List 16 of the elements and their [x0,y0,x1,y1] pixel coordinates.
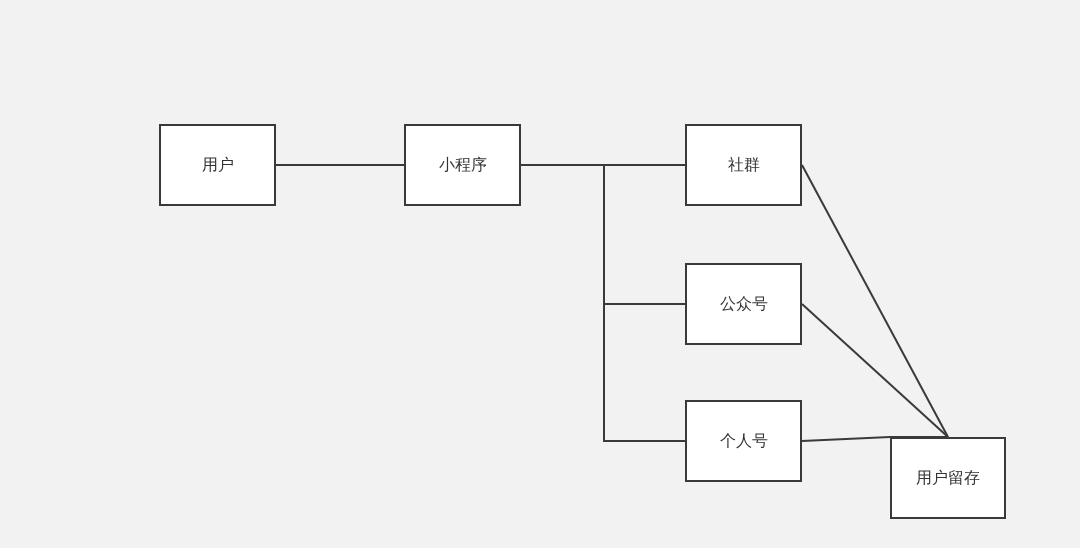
box-label: 用户留存 [916,467,980,489]
connector-line [801,303,949,438]
process-box [159,124,276,206]
box-label: 小程序 [438,154,487,176]
box-label: 用户 [201,154,234,176]
process-box [685,124,802,206]
process-box [685,263,802,345]
process-box [404,124,521,206]
box-label: 社群 [727,154,760,176]
box-label: 个人号 [719,430,768,452]
connector-line [275,164,405,166]
connector-line [801,436,949,442]
box-label: 公众号 [719,293,768,315]
connector-line [801,164,949,438]
process-box [685,400,802,482]
process-box [890,437,1006,519]
